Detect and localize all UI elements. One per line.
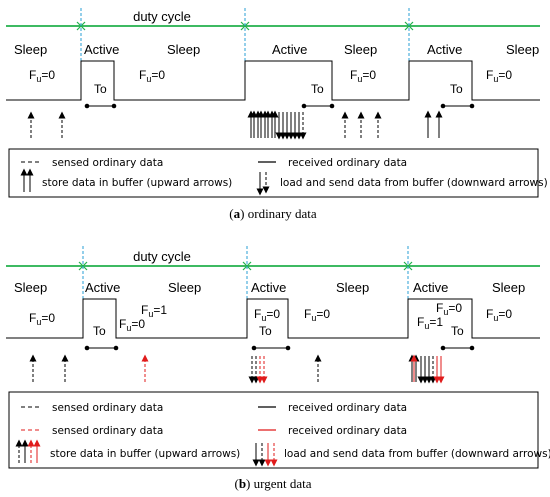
store-arrows bbox=[408, 354, 420, 382]
to-interval bbox=[301, 103, 335, 109]
to-interval bbox=[84, 345, 119, 351]
fu-label: Fu=0 bbox=[436, 301, 462, 317]
fu-label: Fu=0 bbox=[29, 311, 55, 327]
sensed-data-arrows bbox=[27, 111, 382, 138]
state-label: Active bbox=[84, 42, 119, 57]
fu-label: Fu=0 bbox=[486, 68, 512, 84]
legend-urgent-sensed-label: sensed ordinary data bbox=[52, 425, 163, 437]
to-label: To bbox=[259, 324, 272, 338]
legend-urgent: sensed ordinary data received ordinary d… bbox=[8, 391, 550, 469]
legend-load-label: load and send data from buffer (downward… bbox=[284, 448, 550, 460]
legend-store-icon bbox=[15, 439, 41, 463]
to-label: To bbox=[311, 82, 324, 96]
legend-sensed-label: sensed ordinary data bbox=[52, 157, 163, 169]
panel-ordinary-data: duty cycle Sleep Active Sleep Active Sle… bbox=[6, 8, 548, 221]
fu-label: Fu=0 bbox=[29, 68, 55, 84]
legend-store-icon bbox=[20, 168, 34, 192]
legend-ordinary: sensed ordinary data received ordinary d… bbox=[8, 148, 548, 198]
state-label: Active bbox=[85, 280, 120, 295]
to-label: To bbox=[94, 82, 107, 96]
to-interval bbox=[440, 103, 475, 109]
state-label: Sleep bbox=[167, 42, 200, 57]
state-label: Active bbox=[251, 280, 286, 295]
fu-label: Fu=1 bbox=[141, 303, 167, 319]
state-label: Sleep bbox=[168, 280, 201, 295]
state-label: Sleep bbox=[492, 280, 525, 295]
state-label: Active bbox=[427, 42, 462, 57]
legend-urgent-received-label: received ordinary data bbox=[288, 425, 407, 437]
fu-label: Fu=0 bbox=[119, 317, 145, 333]
activity-waveform bbox=[6, 298, 540, 339]
to-label: To bbox=[451, 324, 464, 338]
legend-load-label: load and send data from buffer (downward… bbox=[280, 177, 548, 189]
caption-a: (a) ordinary data bbox=[229, 206, 317, 221]
state-label: Sleep bbox=[336, 280, 369, 295]
fu-label: Fu=0 bbox=[350, 68, 376, 84]
legend-load-icon bbox=[252, 443, 278, 467]
to-interval bbox=[84, 103, 117, 109]
activity-waveform bbox=[6, 60, 540, 101]
to-interval bbox=[251, 345, 291, 351]
state-label: Sleep bbox=[14, 280, 47, 295]
sensed-data-arrows bbox=[29, 354, 322, 382]
urgent-load-arrows bbox=[433, 356, 445, 384]
legend-sensed-label: sensed ordinary data bbox=[52, 402, 163, 414]
fu-label: Fu=0 bbox=[486, 307, 512, 323]
legend-store-label: store data in buffer (upward arrows) bbox=[42, 177, 232, 189]
state-label: Active bbox=[272, 42, 307, 57]
caption-b: (b) urgent data bbox=[234, 476, 311, 491]
load-send-arrows bbox=[275, 112, 303, 140]
to-interval bbox=[440, 345, 475, 351]
panel-urgent-data: duty cycle Sleep Active Sleep Active Sle… bbox=[6, 246, 550, 491]
fu-label: Fu=1 bbox=[417, 315, 443, 331]
legend-received-label: received ordinary data bbox=[288, 157, 407, 169]
to-label: To bbox=[450, 82, 463, 96]
fu-label: Fu=0 bbox=[304, 307, 330, 323]
urgent-load-arrows bbox=[256, 356, 268, 384]
duty-cycle-label: duty cycle bbox=[133, 249, 191, 264]
state-label: Sleep bbox=[14, 42, 47, 57]
state-label: Active bbox=[413, 280, 448, 295]
store-arrows bbox=[247, 110, 443, 138]
fu-label: Fu=0 bbox=[139, 68, 165, 84]
load-send-arrows bbox=[417, 356, 433, 384]
fu-label: Fu=0 bbox=[254, 307, 280, 323]
load-send-arrows bbox=[248, 356, 260, 384]
legend-store-label: store data in buffer (upward arrows) bbox=[50, 448, 240, 460]
state-label: Sleep bbox=[506, 42, 539, 57]
duty-cycle-label: duty cycle bbox=[133, 9, 191, 24]
state-label: Sleep bbox=[344, 42, 377, 57]
to-label: To bbox=[93, 324, 106, 338]
legend-received-label: received ordinary data bbox=[288, 402, 407, 414]
